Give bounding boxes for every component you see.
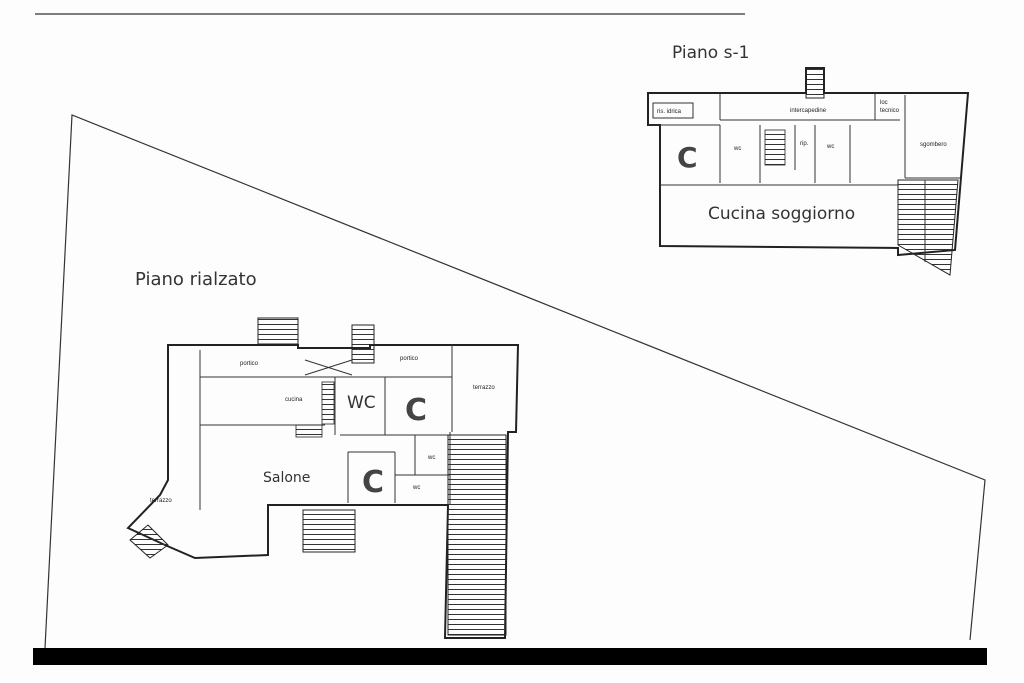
label-wc-small-2: wc	[412, 485, 420, 491]
plan-piano-s1: ris. idrica intercapedine loc tecnico C …	[647, 67, 970, 276]
label-terrazzo-1: terrazzo	[473, 385, 495, 391]
label-salone: Salone	[263, 470, 310, 486]
label-sgombero: sgombero	[920, 142, 947, 148]
bottom-black-bar	[33, 648, 987, 665]
label-rip: rip.	[800, 141, 809, 147]
label-ris-idrica: ris. idrica	[657, 109, 682, 115]
plan-piano-rialzato: portico portico terrazzo cucina WC C C w…	[126, 317, 520, 639]
lot-boundary	[44, 114, 986, 649]
label-camera-2: C	[362, 465, 384, 500]
label-camera-1: C	[405, 393, 427, 428]
label-tecnico: tecnico	[880, 108, 900, 114]
label-wc-big: WC	[347, 393, 376, 413]
label-cucina: cucina	[285, 397, 303, 403]
label-wc-s1-a: wc	[733, 146, 741, 152]
title-piano-s1: Piano s-1	[672, 43, 749, 63]
label-terrazzo-2: terrazzo	[150, 498, 172, 504]
label-cucina-soggiorno: Cucina soggiorno	[708, 204, 855, 224]
title-piano-rialzato: Piano rialzato	[135, 269, 257, 290]
label-intercapedine: intercapedine	[790, 108, 827, 114]
label-portico-1: portico	[240, 361, 259, 367]
label-portico-2: portico	[400, 356, 419, 362]
label-wc-small-1: wc	[427, 455, 435, 461]
label-wc-s1-b: wc	[826, 144, 834, 150]
label-camera-s1: C	[677, 141, 698, 174]
label-loc: loc	[880, 100, 888, 106]
